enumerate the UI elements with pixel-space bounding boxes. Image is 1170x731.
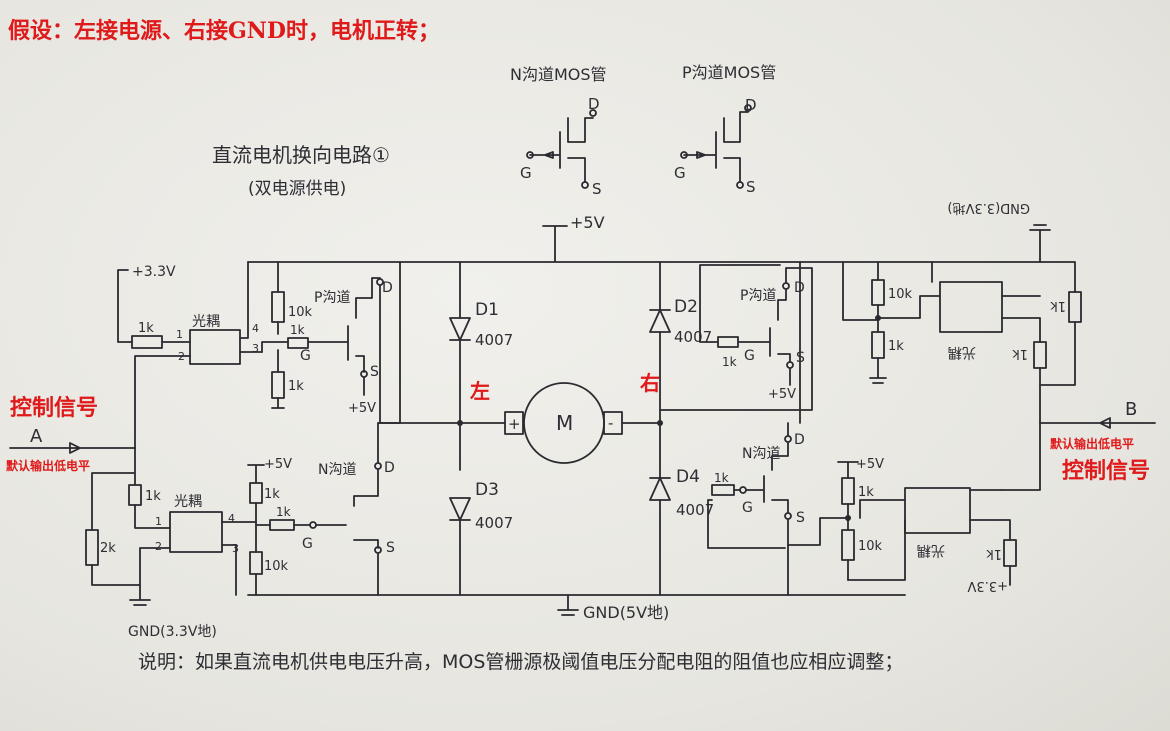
left-supply-33: +3.3V <box>132 264 176 280</box>
right-n-pin-s: S <box>796 510 805 526</box>
left-opto-bot-label: 光耦 <box>174 494 202 510</box>
left-opto-bot-pin1: 1 <box>155 515 162 528</box>
header-text: 假设：左接电源、右接GND时，电机正转； <box>8 18 440 44</box>
right-r-1k-b2: 1k <box>1050 298 1066 313</box>
right-p-pin-g: G <box>744 348 755 364</box>
right-control: 1k P沟道 D S G +5V 10k 1k 光耦 GND(3.3V地) 1k… <box>659 200 1156 596</box>
right-gnd-label: GND(3.3V地) <box>947 200 1030 215</box>
left-r-1k-gate-b: 1k <box>276 505 291 519</box>
footnote: 说明：如果直流电机供电电压升高，MOS管栅源极阈值电压分配电阻的阻值也应相应调整… <box>138 651 903 673</box>
diode-d4-part: 4007 <box>676 501 714 519</box>
right-n-pin-d: D <box>794 432 805 448</box>
diode-d3-label: D3 <box>475 480 499 500</box>
left-p-pin-g: G <box>300 348 311 364</box>
left-p-pin-s: S <box>370 364 379 380</box>
left-opto-bot-pin4: 4 <box>228 512 235 525</box>
right-p-label: P沟道 <box>740 288 776 304</box>
left-r-10k-a: 10k <box>288 305 313 320</box>
left-plus5-a: +5V <box>348 401 376 416</box>
left-r-1k-a: 1k <box>288 379 304 394</box>
power-rails: +5V GND(5V地) <box>247 213 1041 622</box>
left-n-pin-s: S <box>386 540 395 556</box>
legend-p-label: P沟道MOS管 <box>682 63 776 82</box>
legend-p-mos: P沟道MOS管 D G S <box>674 63 776 196</box>
left-side-label: 左 <box>470 379 490 403</box>
left-r-1k-top: 1k <box>138 321 154 336</box>
diagram-title: 直流电机换向电路① <box>212 143 390 167</box>
right-control-signal: 控制信号 <box>1062 458 1150 484</box>
left-gnd-label: GND(3.3V地) <box>128 624 217 640</box>
bridge-right-column: D2 4007 D4 4007 <box>649 261 714 596</box>
right-n-pin-g: G <box>742 500 753 516</box>
diode-d1-label: D1 <box>475 300 499 320</box>
legend-n-pin-d: D <box>588 95 600 113</box>
legend-p-pin-g: G <box>674 164 686 182</box>
motor-label: M <box>556 411 573 435</box>
diode-d3-part: 4007 <box>475 514 513 532</box>
motor: M + - 左 右 <box>377 261 801 464</box>
left-opto-top-pin1: 1 <box>176 328 183 341</box>
diode-d1-part: 4007 <box>475 331 513 349</box>
right-r-1k-gate: 1k <box>722 355 737 369</box>
left-control-signal: 控制信号 <box>10 395 98 421</box>
legend-n-pin-g: G <box>520 164 532 182</box>
diode-d2-part: 4007 <box>674 328 712 346</box>
left-r-2k: 2k <box>100 541 116 556</box>
right-r-1k-top: 1k <box>888 339 904 354</box>
left-r-1k-gate-a: 1k <box>290 323 305 337</box>
left-p-pin-d: D <box>382 280 393 296</box>
left-n-pin-d: D <box>384 460 395 476</box>
legend-n-mos: N沟道MOS管 D G S <box>510 65 607 198</box>
right-opto-bot-label: 光耦 <box>917 542 945 558</box>
right-opto-top-label: 光耦 <box>948 344 976 360</box>
right-r-1k-b1: 1k <box>1012 346 1028 361</box>
left-r-10k-b: 10k <box>264 559 289 574</box>
right-n-label: N沟道 <box>742 446 780 462</box>
right-p-pin-s: S <box>796 350 805 366</box>
legend-n-label: N沟道MOS管 <box>510 65 607 84</box>
left-p-label: P沟道 <box>314 290 350 306</box>
right-side-label: 右 <box>640 371 660 395</box>
motor-plus: + <box>508 415 521 433</box>
legend-p-pin-d: D <box>745 96 757 114</box>
diode-d4-label: D4 <box>676 467 700 487</box>
left-n-pin-g: G <box>302 536 313 552</box>
right-plus5-a: +5V <box>768 387 796 402</box>
left-opto-top-label: 光耦 <box>192 314 220 330</box>
right-plus5-b: +5V <box>856 457 884 472</box>
diagram-subtitle: (双电源供电) <box>248 179 346 199</box>
right-input-b: B <box>1125 399 1137 420</box>
left-opto-top-pin3: 3 <box>252 342 259 355</box>
left-control: +3.3V 1k 光耦 1 2 4 3 10k 1k 1k P沟道 D S G … <box>6 261 401 640</box>
left-input-a: A <box>30 426 43 447</box>
left-n-label: N沟道 <box>318 462 356 478</box>
right-r-1k-bot: 1k <box>858 485 874 500</box>
legend-p-pin-s: S <box>746 178 756 196</box>
right-r-1k-b3: 1k <box>986 546 1002 561</box>
left-opto-bot-pin2: 2 <box>155 540 162 553</box>
right-default-low: 默认输出低电平 <box>1050 436 1134 451</box>
right-r-1k-b4: 1k <box>714 471 729 485</box>
left-r-1k-mid: 1k <box>145 489 161 504</box>
right-r-10k-bot: 10k <box>858 539 883 554</box>
bridge-gnd-label: GND(5V地) <box>583 603 669 622</box>
bridge-left-column: D1 4007 D3 4007 <box>449 261 513 596</box>
motor-minus: - <box>608 414 613 432</box>
right-r-10k-top: 10k <box>888 287 913 302</box>
left-opto-top-pin4: 4 <box>252 322 259 335</box>
legend-n-pin-s: S <box>592 180 602 198</box>
left-r-1k-b: 1k <box>264 487 280 502</box>
left-default-low: 默认输出低电平 <box>6 458 90 473</box>
left-plus5-b: +5V <box>264 457 292 472</box>
bridge-plus5-label: +5V <box>570 213 605 232</box>
diode-d2-label: D2 <box>674 297 698 317</box>
right-p-pin-d: D <box>794 280 805 296</box>
right-supply-33: +3.3V <box>967 578 1008 593</box>
